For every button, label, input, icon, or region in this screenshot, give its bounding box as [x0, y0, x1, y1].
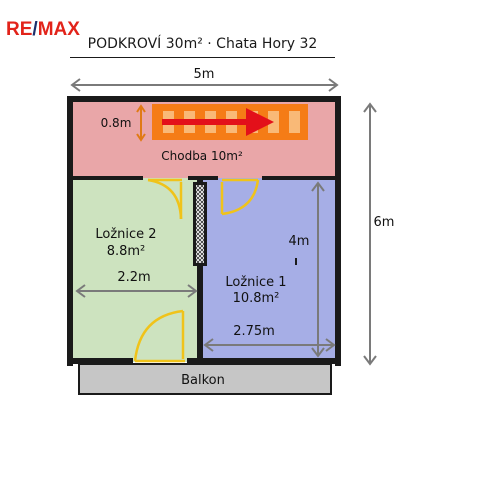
balcony-label: Balkon	[181, 373, 225, 388]
bedroom-2-name: Ložnice 2	[95, 227, 156, 242]
bedroom-2-area: 8.8m²	[107, 244, 146, 259]
balcony-area	[78, 363, 332, 395]
stairs-direction-arrow	[162, 108, 274, 136]
dimension-bedroom-1-height	[311, 181, 325, 358]
logo-re: RE	[6, 19, 33, 40]
door-bedroom-1	[220, 178, 260, 216]
dimension-bedroom-2-width	[75, 284, 198, 298]
bedroom-1-name: Ložnice 1	[225, 275, 286, 290]
corridor-height-label: 0.8m	[101, 116, 132, 130]
bedroom-1-area: 10.8m²	[233, 291, 280, 306]
page-title: PODKROVÍ 30m² · Chata Hory 32	[87, 36, 318, 52]
logo-slash: /	[32, 19, 38, 40]
height-dimension-label: 6m	[374, 215, 395, 230]
walls	[67, 96, 341, 366]
remax-logo: RE/MAX	[6, 20, 80, 40]
bedroom-1-width-label: 2.75m	[233, 324, 275, 339]
bedroom-1-height-label: 4m	[289, 234, 310, 249]
door-bedroom-2	[147, 178, 183, 220]
width-dimension-label: 5m	[194, 67, 215, 82]
dimension-corridor-height	[136, 104, 146, 142]
dimension-right	[363, 102, 377, 366]
door-balcony	[133, 309, 185, 363]
logo-max: MAX	[37, 19, 80, 40]
corridor-label: Chodba 10m²	[161, 149, 243, 163]
title-underline	[70, 57, 335, 58]
dimension-bedroom-1-width	[203, 338, 336, 352]
tick-mark	[295, 258, 297, 265]
bedroom-2-width-label: 2.2m	[117, 270, 150, 285]
chimney-hatch	[196, 185, 204, 263]
dimension-top	[70, 78, 339, 92]
